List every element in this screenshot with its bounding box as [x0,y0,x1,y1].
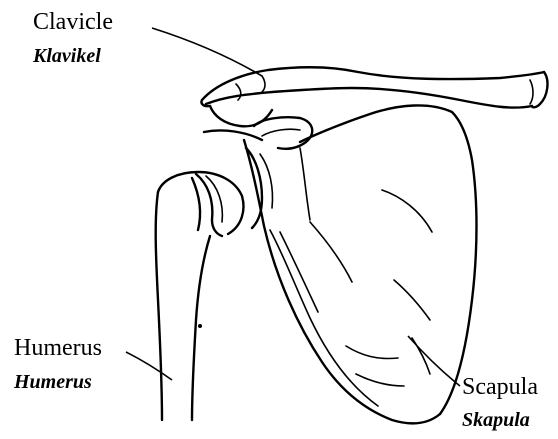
humerus-label: Humerus [14,336,102,360]
humerus-bone [156,172,244,420]
coracoid-process [254,117,312,148]
clavicle-leader-line [152,28,262,76]
humerus-translation: Humerus [14,372,92,392]
acromion-process [204,106,272,140]
scapula-bone [244,105,477,423]
scapula-translation: Skapula [462,410,530,430]
scapula-leader-line [408,336,460,386]
clavicle-bone [201,67,547,107]
humerus-leader-line [126,352,172,380]
nutrient-foramen-mark [198,324,202,328]
clavicle-label: Clavicle [33,10,113,34]
scapula-label: Scapula [462,375,538,399]
clavicle-translation: Klavikel [33,46,101,66]
